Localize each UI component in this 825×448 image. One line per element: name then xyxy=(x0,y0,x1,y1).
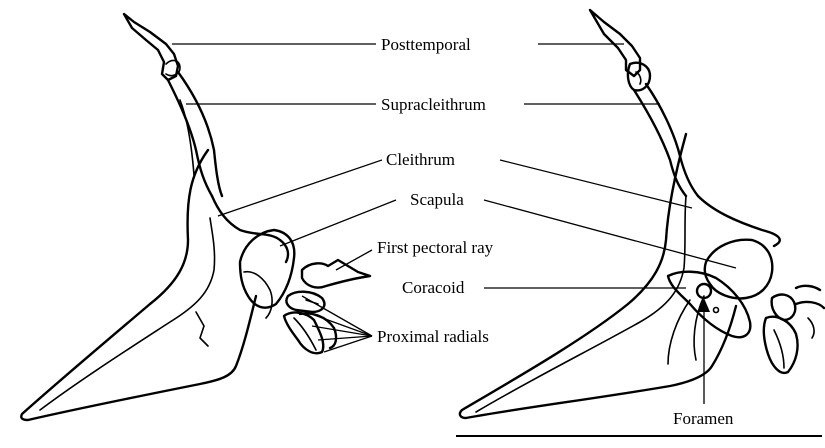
leader-cleithrum-right xyxy=(500,160,692,208)
leader-first-pectoral-ray xyxy=(336,250,372,270)
right-cleithrum-ridge xyxy=(476,196,686,412)
right-posttemporal-outline xyxy=(590,10,640,76)
label-cleithrum: Cleithrum xyxy=(386,150,455,169)
leader-scapula-right xyxy=(484,200,736,268)
label-foramen: Foramen xyxy=(673,409,734,428)
label-coracoid: Coracoid xyxy=(402,278,465,297)
left-first-pectoral-ray xyxy=(302,260,370,288)
label-posttemporal: Posttemporal xyxy=(381,35,471,54)
leader-cleithrum xyxy=(218,160,382,216)
left-specimen xyxy=(21,14,370,420)
label-proximal-radials: Proximal radials xyxy=(377,327,489,346)
label-scapula: Scapula xyxy=(410,190,464,209)
foramen-small-hole xyxy=(714,308,719,313)
label-first-pectoral-ray: First pectoral ray xyxy=(377,238,494,257)
label-supracleithrum: Supracleithrum xyxy=(381,95,486,114)
right-scapula-outline xyxy=(705,240,773,299)
right-cleithrum-outline xyxy=(460,134,780,418)
right-cleithrum-inner xyxy=(668,296,704,364)
left-cleithrum-crack xyxy=(196,312,208,346)
labels: Posttemporal Supracleithrum Cleithrum Sc… xyxy=(377,35,734,428)
right-specimen xyxy=(460,10,824,418)
right-supracleithrum-outline xyxy=(634,84,698,196)
left-cleithrum-outline xyxy=(21,150,288,420)
left-scapula-outline xyxy=(240,230,294,308)
leader-lines xyxy=(172,44,822,436)
left-posttemporal-outline xyxy=(124,14,178,80)
right-proximal-radials xyxy=(764,286,824,373)
